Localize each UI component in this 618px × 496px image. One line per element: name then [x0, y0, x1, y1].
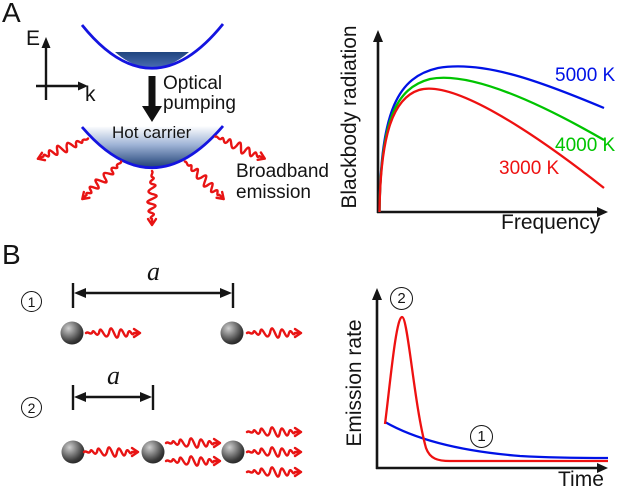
wave-packet-icon [146, 169, 158, 227]
plot-curve1-badge: 1 [470, 425, 493, 448]
pump-arrow [142, 76, 162, 122]
wave-packet-icon [84, 327, 142, 339]
broadband-emission-label: Broadband emission [236, 161, 329, 204]
distance-arrow-case1 [71, 283, 235, 308]
curve-3000k [378, 87, 605, 213]
emission-ylabel: Emission rate [342, 319, 366, 447]
upper-band-fill [115, 52, 189, 68]
case1-number: 1 [27, 293, 36, 310]
wave-packet-icon [245, 327, 303, 339]
upper-band [80, 23, 225, 70]
wave-packet-icon [180, 157, 229, 204]
blackbody-curves [378, 65, 605, 213]
curve-label-5000k: 5000 K [555, 65, 616, 86]
wave-packet-icon [164, 437, 222, 449]
case1-number-badge: 1 [21, 291, 42, 312]
wave-packet-icon [212, 131, 268, 164]
curve-label-3000k: 3000 K [499, 158, 560, 179]
wave-packet-icon [245, 446, 303, 458]
distance-label-case1: a [147, 257, 160, 286]
nanoparticle [220, 321, 244, 345]
optical-pumping-label: Optical pumping [163, 73, 236, 114]
emitters-case1 [60, 321, 303, 345]
case2-number-badge: 2 [21, 397, 42, 418]
curve-independent [384, 421, 609, 460]
curve-superradiant [383, 315, 608, 463]
plot-curve2-badge: 2 [390, 287, 413, 310]
lower-band [80, 125, 225, 170]
nanoparticle [141, 440, 165, 464]
nanoparticle [61, 440, 85, 464]
wave-packet-icon [164, 455, 222, 467]
emitters-case2 [61, 426, 303, 478]
nanoparticle [221, 440, 245, 464]
nanoparticle [60, 321, 84, 345]
emission-xlabel: Time [558, 468, 604, 491]
distance-label-case2: a [107, 361, 120, 390]
emission-curves [383, 315, 609, 463]
panel-b-label: B [2, 239, 21, 270]
wave-packet-icon [245, 426, 303, 438]
wave-packet-icon [82, 446, 140, 458]
blackbody-axes [373, 30, 608, 217]
curve-label-4000k: 4000 K [555, 135, 616, 156]
blackbody-xlabel: Frequency [501, 211, 601, 234]
plot-curve2-number: 2 [397, 290, 406, 307]
energy-axis-label: E [26, 27, 41, 50]
upper-band-curve [80, 23, 225, 70]
lower-band-curve [80, 125, 225, 170]
plot-curve1-number: 1 [477, 428, 486, 445]
distance-arrow-case2 [71, 385, 155, 410]
hot-carrier-label: Hot carrier [112, 123, 192, 142]
panel-a-label: A [2, 0, 21, 28]
emission-axes [372, 288, 608, 473]
wave-packet-icon [77, 157, 126, 204]
wave-packet-icon [245, 466, 303, 478]
momentum-axis-label: k [85, 83, 96, 106]
case2-number: 2 [27, 399, 36, 416]
blackbody-ylabel: Blackbody radiation [337, 25, 361, 209]
wave-packet-icon [34, 133, 91, 165]
ek-axes [36, 37, 88, 100]
